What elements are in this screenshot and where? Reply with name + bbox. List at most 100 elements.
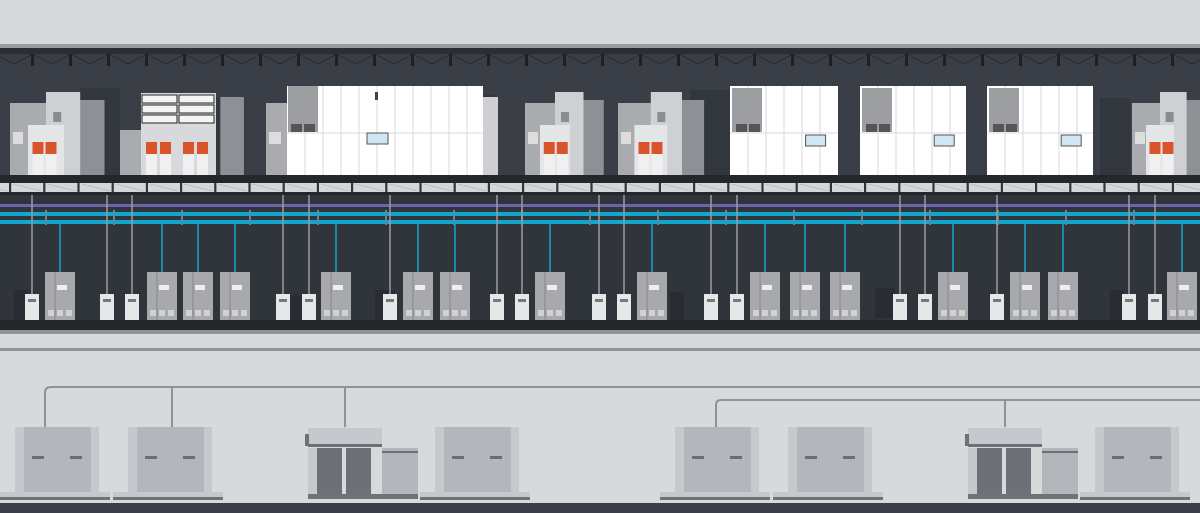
cabinet-display: [333, 285, 343, 290]
truss-strut: [868, 53, 889, 65]
tile-mark: [936, 183, 965, 192]
tile-mark: [252, 183, 281, 192]
pipe-joint: [793, 210, 795, 225]
cabinet-handle: [730, 456, 742, 459]
floor-tile: [1174, 183, 1200, 192]
cabinet-vent: [640, 310, 646, 316]
process-tool: [525, 92, 604, 175]
abatement-unit: [25, 294, 39, 320]
truss-strut: [70, 53, 91, 65]
cabinet-vent: [333, 310, 339, 316]
ceiling-pendant: [867, 54, 870, 66]
ceiling-pendant: [981, 54, 984, 66]
truss-strut: [260, 53, 281, 65]
load-port-base: [160, 154, 171, 175]
truss-strut: [32, 53, 53, 65]
cabinet-edge: [128, 427, 137, 492]
truss-strut: [507, 53, 528, 65]
chiller-cabinet: [675, 427, 759, 492]
background-silhouette: [670, 292, 684, 322]
truss-strut: [1191, 59, 1200, 65]
cabinet-edge: [435, 427, 444, 492]
abatement-unit: [100, 294, 114, 320]
cabinet-vent: [811, 310, 817, 316]
abatement-unit: [125, 294, 139, 320]
truss-strut: [1153, 53, 1174, 65]
control-screen: [621, 132, 631, 144]
tile-mark: [902, 183, 931, 192]
storage-drawer: [178, 94, 215, 104]
equipment-base: [420, 492, 530, 499]
unit-label: [1125, 299, 1133, 302]
ceiling-pendant: [905, 54, 908, 66]
equipment-base: [308, 494, 418, 499]
storage-drawer: [178, 114, 215, 124]
truss-strut: [298, 53, 319, 65]
ceiling-pendant: [1057, 54, 1060, 66]
cabinet-vent: [762, 310, 768, 316]
ceiling-pendant: [1133, 54, 1136, 66]
cabinet-vent: [424, 310, 430, 316]
ceiling-pendant: [145, 54, 148, 66]
truss-strut: [640, 53, 661, 65]
view-window: [1060, 134, 1082, 147]
truss-strut: [184, 53, 205, 65]
view-window: [933, 134, 955, 147]
base-shadow: [773, 497, 883, 500]
ceiling-pendant: [259, 54, 262, 66]
cabinet-display: [1022, 285, 1032, 290]
truss-strut: [1115, 53, 1136, 65]
pump-cylinder: [1006, 448, 1031, 494]
truss-strut: [1172, 53, 1193, 65]
unit-label: [620, 299, 628, 302]
equipment-base: [1080, 492, 1190, 499]
truss-strut: [526, 53, 547, 65]
unit-label: [305, 299, 313, 302]
load-port: [866, 124, 877, 132]
truss-strut: [906, 53, 927, 65]
tile-mark: [731, 183, 760, 192]
truss-strut: [165, 53, 186, 65]
pump-handle: [305, 434, 309, 446]
utility-pipes: [0, 204, 1200, 225]
cabinet-edge: [91, 427, 99, 492]
cabinet-vent: [443, 310, 449, 316]
ceiling-pendant: [715, 54, 718, 66]
truss-strut: [1058, 53, 1079, 65]
cabinet-display: [57, 285, 67, 290]
control-screen: [528, 132, 538, 144]
unit-label: [707, 299, 715, 302]
cabinet-display: [1060, 285, 1070, 290]
load-port: [1149, 142, 1161, 154]
cabinet-vent: [342, 310, 348, 316]
cabinet-vent: [959, 310, 965, 316]
tile-mark: [1107, 183, 1136, 192]
load-port-base: [556, 154, 568, 175]
load-port: [45, 142, 57, 154]
cabinet-handle: [490, 456, 502, 459]
pump-top: [308, 428, 382, 446]
purple-pipe: [0, 204, 1200, 207]
truss-strut: [697, 53, 718, 65]
tile-mark: [662, 183, 692, 192]
tile-mark: [149, 183, 179, 192]
cabinet-display: [950, 285, 960, 290]
process-tool: [10, 92, 105, 175]
truss-strut: [127, 53, 148, 65]
ceiling-pendant: [487, 54, 490, 66]
tile-mark: [833, 183, 863, 192]
load-port-base: [146, 154, 157, 175]
process-tool: [618, 92, 705, 175]
tile-mark: [457, 183, 486, 192]
truss-strut: [925, 53, 946, 65]
ceiling-pendant: [601, 54, 604, 66]
cabinet-edge: [204, 427, 212, 492]
truss-strut: [450, 53, 471, 65]
tile-mark: [526, 183, 555, 192]
cabinet-handle: [145, 456, 157, 459]
load-port: [197, 142, 208, 154]
cabinet-display: [649, 285, 659, 290]
background-silhouette: [1100, 98, 1130, 178]
equipment-base: [773, 492, 883, 499]
truss-strut: [1020, 53, 1041, 65]
